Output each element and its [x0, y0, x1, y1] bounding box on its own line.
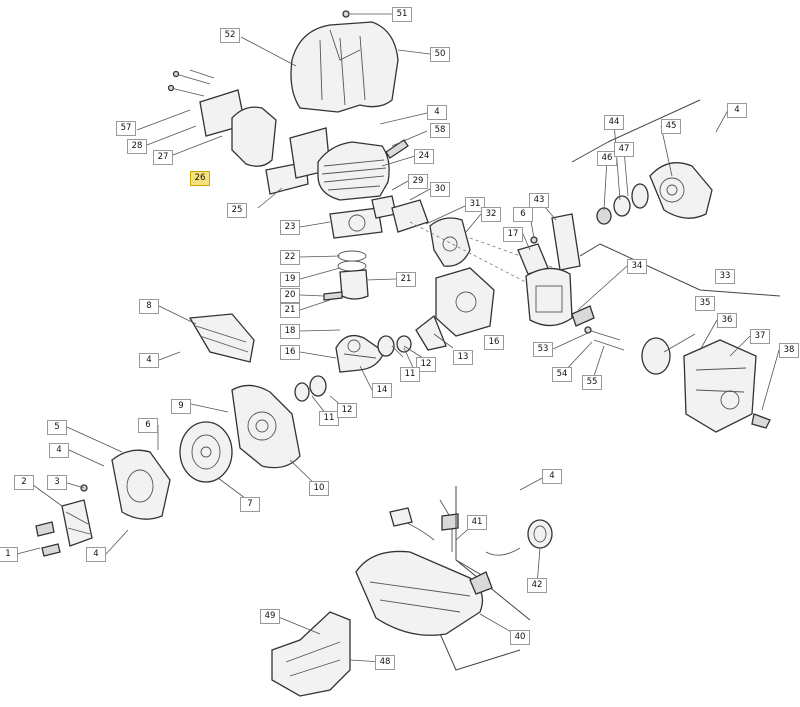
- callout-31[interactable]: 31: [465, 196, 485, 212]
- callout-4a[interactable]: 4: [427, 104, 447, 120]
- callout-20[interactable]: 20: [280, 287, 300, 303]
- callout-53[interactable]: 53: [533, 341, 553, 357]
- callout-51[interactable]: 51: [392, 6, 412, 22]
- callout-4b[interactable]: 4: [727, 102, 747, 118]
- callout-4f[interactable]: 4: [542, 468, 562, 484]
- callout-4d[interactable]: 4: [49, 442, 69, 458]
- callout-29[interactable]: 29: [408, 173, 428, 189]
- callout-45[interactable]: 45: [661, 118, 681, 134]
- callout-34[interactable]: 34: [627, 258, 647, 274]
- callout-1[interactable]: 1: [0, 546, 18, 562]
- callout-25[interactable]: 25: [227, 202, 247, 218]
- callout-8[interactable]: 8: [139, 298, 159, 314]
- callout-7[interactable]: 7: [240, 496, 260, 512]
- engine-cover-part: [290, 21, 399, 113]
- callout-50[interactable]: 50: [430, 46, 450, 62]
- starter-cup-part: [111, 449, 171, 520]
- callout-11b[interactable]: 11: [319, 410, 339, 426]
- crankcase-right-part: [435, 267, 495, 337]
- callout-21a[interactable]: 21: [280, 302, 300, 318]
- callout-33[interactable]: 33: [715, 268, 735, 284]
- callout-42[interactable]: 42: [527, 577, 547, 593]
- callout-18[interactable]: 18: [280, 323, 300, 339]
- callout-30[interactable]: 30: [430, 181, 450, 197]
- callout-52[interactable]: 52: [220, 27, 240, 43]
- callout-27[interactable]: 27: [153, 149, 173, 165]
- callout-21b[interactable]: 21: [396, 271, 416, 287]
- muffler-plate-part: [641, 337, 671, 375]
- callout-13[interactable]: 13: [453, 349, 473, 365]
- callout-12b[interactable]: 12: [337, 402, 357, 418]
- callout-6b[interactable]: 6: [138, 417, 158, 433]
- callout-28[interactable]: 28: [127, 138, 147, 154]
- callout-17[interactable]: 17: [503, 226, 523, 242]
- flywheel-part: [179, 421, 233, 483]
- callout-46[interactable]: 46: [597, 150, 617, 166]
- callout-23[interactable]: 23: [280, 219, 300, 235]
- callout-16a[interactable]: 16: [280, 344, 300, 360]
- clutch-part: [61, 499, 93, 547]
- callout-54[interactable]: 54: [552, 366, 572, 382]
- fuel-plate-part: [551, 213, 581, 271]
- gasket-part: [329, 207, 383, 239]
- fuel-tank-part: [355, 550, 484, 636]
- callout-36[interactable]: 36: [717, 312, 737, 328]
- callout-58[interactable]: 58: [430, 122, 450, 138]
- callout-43[interactable]: 43: [529, 192, 549, 208]
- spark-plug-part: [385, 139, 409, 159]
- callout-9[interactable]: 9: [171, 398, 191, 414]
- callout-19[interactable]: 19: [280, 271, 300, 287]
- callout-38[interactable]: 38: [779, 342, 799, 358]
- callout-35[interactable]: 35: [695, 295, 715, 311]
- callout-3[interactable]: 3: [47, 474, 67, 490]
- carburetor-part: [391, 199, 429, 233]
- starter-spring-part: [631, 183, 649, 209]
- callout-4e[interactable]: 4: [86, 546, 106, 562]
- exhaust-plate-part: [525, 267, 573, 327]
- callout-24[interactable]: 24: [414, 148, 434, 164]
- callout-5[interactable]: 5: [47, 419, 67, 435]
- callout-48[interactable]: 48: [375, 654, 395, 670]
- callout-44[interactable]: 44: [604, 114, 624, 130]
- callout-16b[interactable]: 16: [484, 334, 504, 350]
- primer-bulb-part: [389, 507, 413, 527]
- callout-37[interactable]: 37: [750, 328, 770, 344]
- callout-10[interactable]: 10: [309, 480, 329, 496]
- callout-11a[interactable]: 11: [400, 366, 420, 382]
- callout-32[interactable]: 32: [481, 206, 501, 222]
- crankcase-left-part: [231, 384, 301, 469]
- callout-41[interactable]: 41: [467, 514, 487, 530]
- callout-57[interactable]: 57: [116, 120, 136, 136]
- carb-body-part: [429, 217, 471, 267]
- base-plate-part: [271, 611, 351, 697]
- callout-49[interactable]: 49: [260, 608, 280, 624]
- callout-47[interactable]: 47: [614, 141, 634, 157]
- callout-14[interactable]: 14: [372, 382, 392, 398]
- callout-26[interactable]: 26: [190, 170, 210, 186]
- callout-55[interactable]: 55: [582, 374, 602, 390]
- callout-22[interactable]: 22: [280, 249, 300, 265]
- callout-4c[interactable]: 4: [139, 352, 159, 368]
- ignition-module-part: [188, 313, 255, 363]
- muffler-body-part: [683, 339, 757, 433]
- callout-40[interactable]: 40: [510, 629, 530, 645]
- starter-housing-part: [649, 162, 713, 219]
- callout-12a[interactable]: 12: [416, 356, 436, 372]
- filter-housing-part: [231, 106, 277, 167]
- callout-6a[interactable]: 6: [513, 206, 533, 222]
- callout-2[interactable]: 2: [14, 474, 34, 490]
